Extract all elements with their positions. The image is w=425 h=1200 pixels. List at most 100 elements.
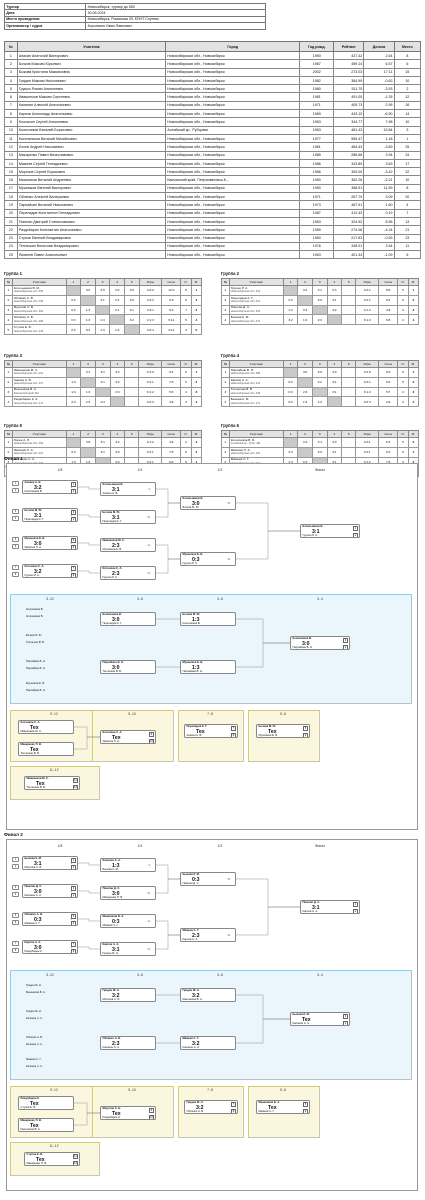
match-winner-name: Бочков М. Ю. [102,511,121,515]
group-player-label: Мажеев С. Г. [230,457,250,462]
group-self-cell [123,324,140,335]
player-cell: Мушников Евгений Викторович [16,183,167,194]
player-cell: Макаренко Павел Вячеславович [16,150,167,160]
group-player-name: Быкова К. М.Новосибирская обл. 273 [228,396,284,408]
group-header-cell: № [4,430,13,438]
group-score-cell: 3:2 [311,376,328,388]
group-header-cell: Сеты [378,360,399,368]
